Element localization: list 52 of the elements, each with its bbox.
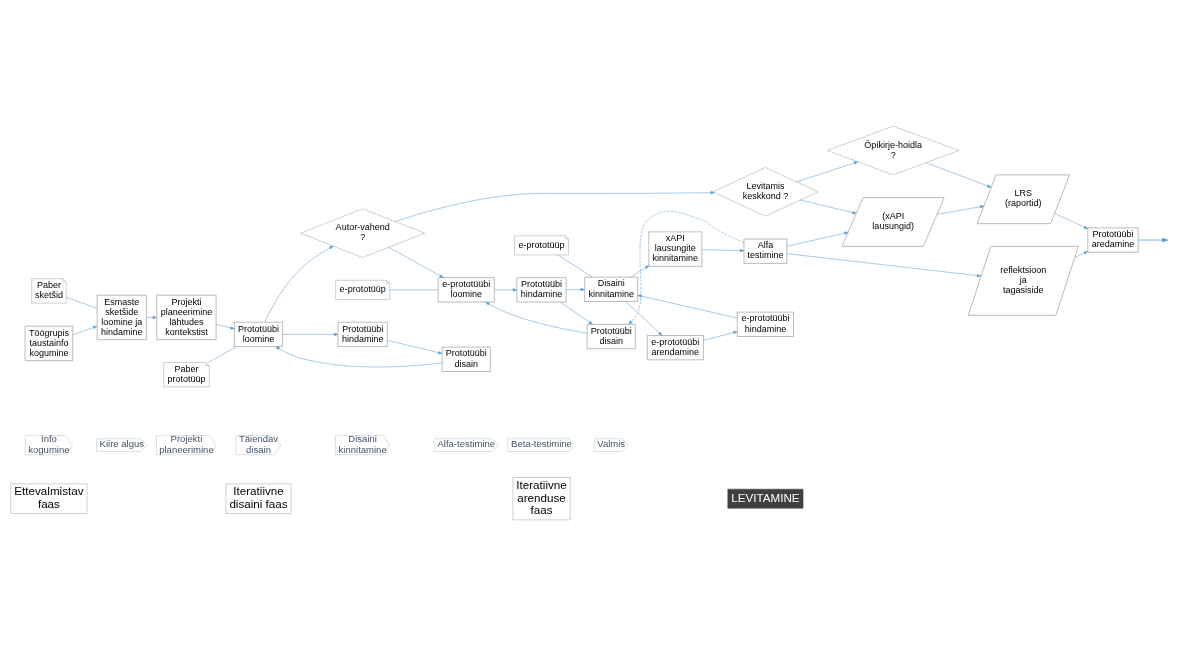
node-box: Prototüübi loomine: [234, 321, 283, 347]
connector: [66, 296, 98, 309]
arrow: [628, 210, 745, 325]
node-box: e-prototüübi loomine: [437, 276, 495, 302]
arrow: [800, 199, 857, 214]
arrow: [387, 339, 443, 354]
node-diamond: Õpikirje-hoidla ?: [827, 125, 960, 175]
node-box: LEVITAMINE: [727, 488, 804, 508]
arrow: [559, 301, 593, 324]
arrow: [936, 204, 985, 215]
node-box: Prototüübi hindamine: [516, 276, 567, 302]
arrow: [394, 190, 715, 222]
arrow: [566, 287, 585, 291]
node-box: Alfa testimine: [743, 238, 788, 264]
arrow: [146, 315, 157, 319]
node-box: Iteratiivne disaini faas: [225, 483, 292, 514]
node-box: Prototüübi disain: [441, 346, 491, 372]
node-box: e-prototüübi hindamine: [737, 311, 794, 337]
arrow: [282, 332, 339, 336]
arrow: [630, 264, 650, 277]
arrow: [72, 325, 98, 335]
arrow: [1074, 250, 1089, 258]
connector: [557, 254, 593, 277]
node-box: Prototüübi aredamine: [1087, 227, 1139, 252]
arrow: [625, 300, 663, 336]
arrow: [275, 345, 443, 367]
arrow: [388, 246, 444, 278]
node-box: Disaini kinnitamine: [584, 276, 638, 302]
arrow: [485, 301, 588, 333]
node-diamond: Autor-vahend ?: [300, 208, 425, 258]
node-box: Töögrupis taustainfo kogumine: [24, 325, 74, 361]
arrow: [703, 330, 738, 341]
arrow: [925, 161, 992, 188]
node-box: e-prototüübi arendamine: [647, 334, 704, 360]
arrow: [637, 294, 738, 318]
arrow: [494, 287, 518, 291]
arrow: [796, 161, 859, 182]
arrow: [1137, 237, 1169, 242]
node-box: Prototüübi hindamine: [337, 321, 388, 347]
connector: [208, 345, 237, 363]
node-box: Projekti planeerimine lähtudes kontekstist: [156, 294, 217, 340]
arrow: [1054, 212, 1089, 229]
node-box: xAPI lausungite kinnitamine: [648, 231, 703, 267]
node-box: Ettevalmistav faas: [10, 483, 88, 514]
arrow: [264, 245, 334, 322]
arrow: [786, 252, 982, 277]
node-box: Iteratiivne arenduse faas: [512, 476, 571, 520]
arrow: [216, 323, 235, 329]
node-box: Prototüübi disain: [586, 323, 636, 349]
arrow: [701, 248, 745, 252]
arrow: [786, 231, 849, 247]
node-box: Esmaste sketšide loomine ja hindamine: [96, 294, 147, 340]
